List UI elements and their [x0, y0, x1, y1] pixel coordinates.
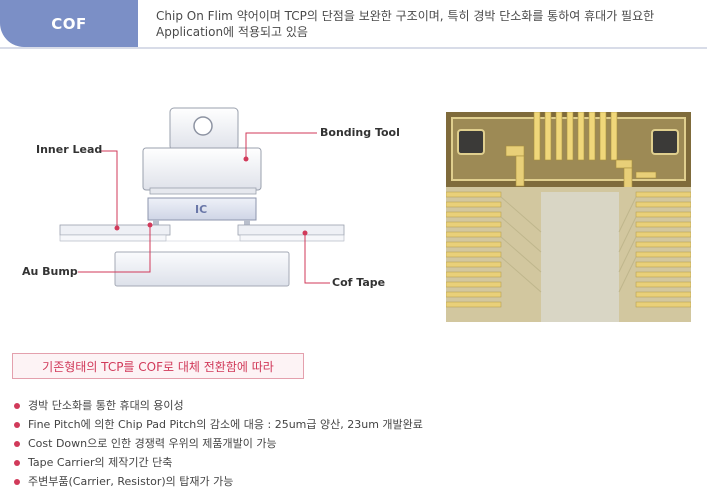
bullet-icon — [14, 441, 20, 447]
au-bump-leader — [78, 225, 151, 273]
label-inner-lead: Inner Lead — [36, 143, 103, 156]
die-photo-svg — [445, 111, 692, 322]
cof-tape-right-lower — [239, 234, 345, 242]
bullet-icon — [14, 479, 20, 485]
inner-lead-leader — [100, 150, 118, 228]
list-item-text: Tape Carrier의 제작기간 단축 — [28, 456, 173, 469]
au-bump-right — [244, 220, 250, 225]
bonding-tool-body — [142, 147, 262, 191]
list-item: Cost Down으로 인한 경쟁력 우위의 제품개발이 가능 — [12, 434, 423, 453]
bonding-tool-hole — [193, 116, 213, 136]
label-ic: IC — [195, 203, 208, 216]
diagram-svg — [59, 107, 345, 287]
bullet-icon — [14, 403, 20, 409]
benefit-list: 경박 단소화를 통한 휴대의 용이성 Fine Pitch에 의한 Chip P… — [12, 396, 423, 491]
bullet-icon — [14, 422, 20, 428]
label-au-bump: Au Bump — [22, 265, 78, 278]
cof-tape-leader — [304, 233, 330, 284]
ic-chip — [147, 197, 257, 221]
header-description: Chip On Flim 약어이며 TCP의 단점을 보완한 구조이며, 특히 … — [156, 8, 696, 40]
list-item: Fine Pitch에 의한 Chip Pad Pitch의 감소에 대응 : … — [12, 415, 423, 434]
cof-tape-right — [237, 224, 345, 236]
bullet-icon — [14, 460, 20, 466]
cof-cross-section-diagram: Inner Lead Bonding Tool Au Bump Cof Tape… — [0, 80, 420, 320]
base-stage — [114, 251, 290, 287]
section-tag: COF — [0, 0, 138, 47]
label-bonding-tool: Bonding Tool — [320, 126, 400, 139]
cof-die-photo — [445, 111, 692, 322]
list-item: 주변부품(Carrier, Resistor)의 탑재가 가능 — [12, 472, 423, 491]
description-line-1: Chip On Flim 약어이며 TCP의 단점을 보완한 구조이며, 특히 … — [156, 9, 655, 23]
header-bar: COF Chip On Flim 약어이며 TCP의 단점을 보완한 구조이며,… — [0, 0, 707, 49]
list-item-text: Cost Down으로 인한 경쟁력 우위의 제품개발이 가능 — [28, 437, 277, 450]
label-cof-tape: Cof Tape — [332, 276, 386, 289]
list-item: Tape Carrier의 제작기간 단축 — [12, 453, 423, 472]
bonding-tool-leader — [245, 132, 317, 159]
list-item: 경박 단소화를 통한 휴대의 용이성 — [12, 396, 423, 415]
section-title: 기존형태의 TCP를 COF로 대체 전환함에 따라 — [12, 353, 304, 379]
au-bump-left — [153, 220, 159, 225]
list-item-text: 주변부품(Carrier, Resistor)의 탑재가 가능 — [28, 475, 234, 488]
description-line-2: Application에 적용되고 있음 — [156, 25, 308, 39]
list-item-text: Fine Pitch에 의한 Chip Pad Pitch의 감소에 대응 : … — [28, 418, 423, 431]
bonding-tool-foot — [149, 187, 257, 195]
list-item-text: 경박 단소화를 통한 휴대의 용이성 — [28, 399, 184, 412]
